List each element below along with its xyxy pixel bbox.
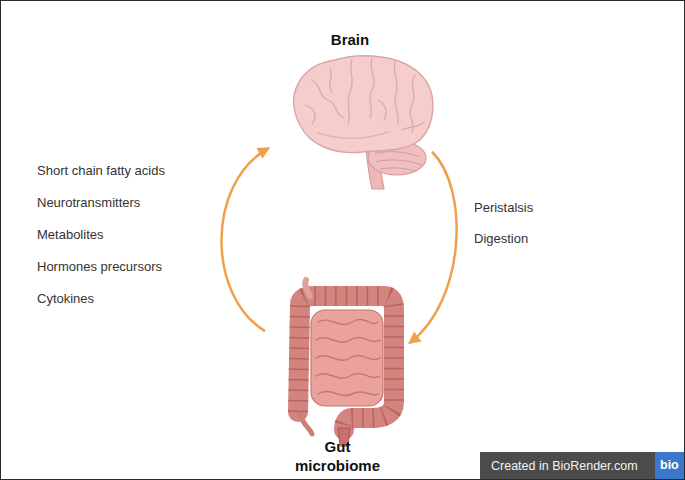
signal-label: Hormones precursors: [37, 259, 162, 275]
cycle-arrow: [410, 152, 457, 343]
watermark-logo: bio: [660, 457, 679, 473]
function-label: Digestion: [474, 231, 528, 247]
brain-node: Brain: [268, 28, 432, 193]
gut-illustration: [298, 280, 394, 446]
node-title: Gut microbiome: [283, 437, 393, 475]
node-title: Brain: [275, 30, 425, 49]
watermark-box: [480, 452, 685, 480]
watermark-logo-box: [655, 452, 685, 480]
cycle-arrow: [221, 148, 268, 331]
brain-illustration: [294, 56, 433, 189]
function-label: Peristalsis: [474, 200, 533, 216]
watermark-text: Created in BioRender.com: [491, 458, 638, 474]
signal-label: Neurotransmitters: [37, 195, 140, 211]
gut-node: Gut microbiome: [265, 285, 410, 477]
signal-label: Cytokines: [37, 291, 94, 307]
signal-label: Short chain fatty acids: [37, 163, 165, 179]
signal-label: Metabolites: [37, 227, 103, 243]
